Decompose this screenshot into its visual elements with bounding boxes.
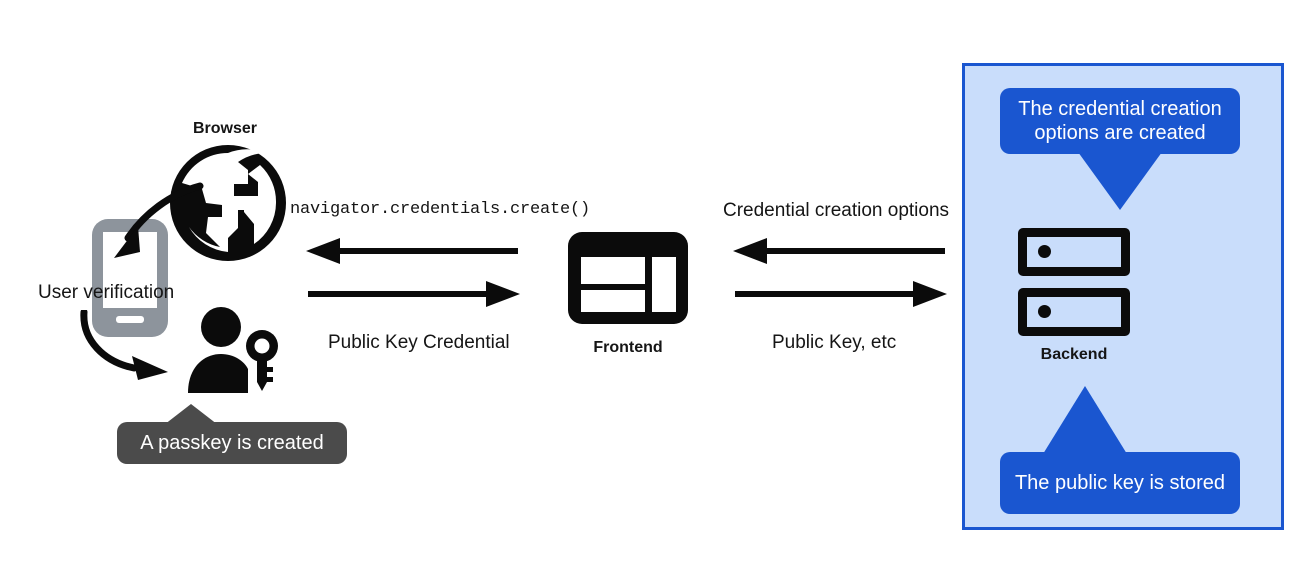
- flow-right-bottom-label: Public Key, etc: [772, 332, 897, 353]
- backend-label: Backend: [1040, 346, 1108, 363]
- user-with-key-icon: [188, 307, 278, 393]
- flow-left-top-label: navigator.credentials.create(): [290, 200, 591, 219]
- arrow-left-icon: [306, 238, 518, 264]
- passkey-callout-text: A passkey is created: [140, 431, 324, 454]
- arrow-right-icon-right-group: [735, 281, 947, 307]
- flow-right-top-label: Credential creation options: [723, 200, 950, 221]
- browser-window-icon: [568, 232, 688, 324]
- passkey-callout: A passkey is created: [117, 422, 347, 464]
- backend-callout-bottom-text: The public key is stored: [1014, 471, 1226, 494]
- backend-callout-bottom: The public key is stored: [1000, 452, 1240, 514]
- arrow-browser-to-phone-icon: [114, 182, 204, 258]
- user-verification-label: User verification: [38, 282, 175, 303]
- callout-pointer-up-icon: [1043, 386, 1127, 454]
- flow-left-bottom-label: Public Key Credential: [328, 332, 510, 353]
- frontend-label: Frontend: [593, 339, 663, 356]
- globe-icon: [170, 145, 286, 261]
- backend-callout-top-text: The credential creation options are crea…: [1018, 97, 1222, 144]
- callout-pointer-down-icon: [1078, 152, 1162, 210]
- arrow-right-icon: [308, 281, 520, 307]
- browser-label: Browser: [192, 120, 258, 137]
- arrow-phone-to-user-icon: [80, 310, 168, 380]
- arrow-left-icon-right-group: [733, 238, 945, 264]
- backend-callout-top: The credential creation options are crea…: [1000, 88, 1240, 154]
- mobile-phone-icon: [92, 219, 168, 337]
- server-rack-icon: [1018, 228, 1130, 338]
